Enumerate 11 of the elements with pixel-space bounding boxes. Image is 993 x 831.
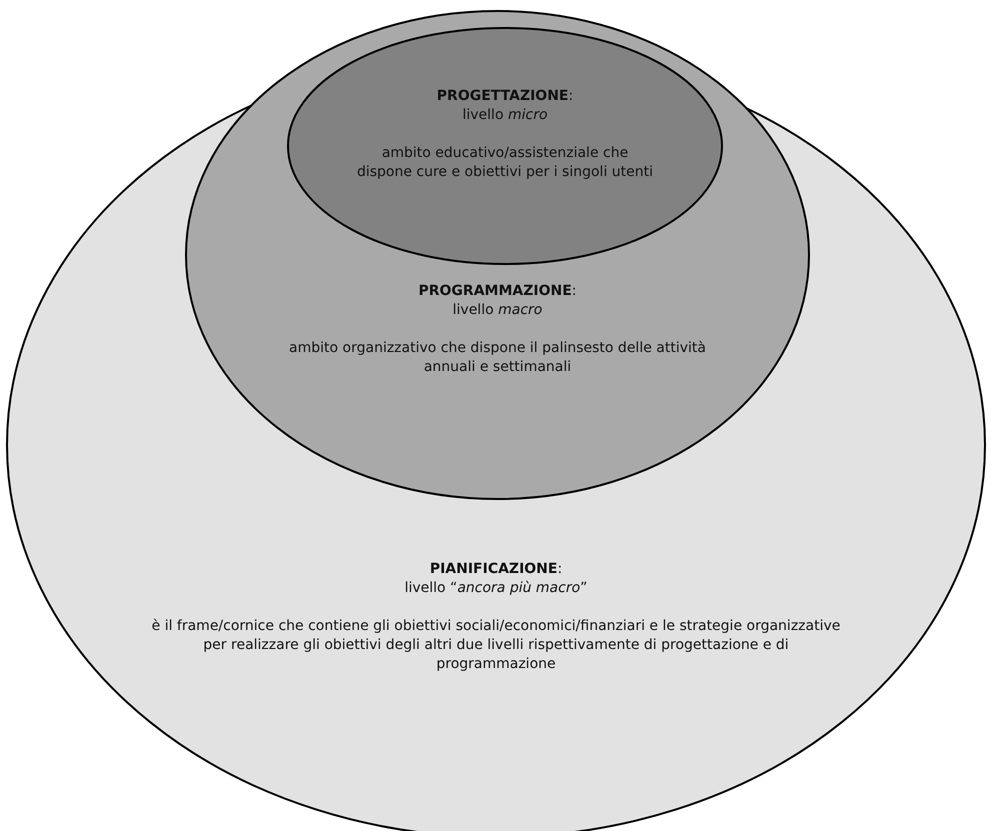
ellipse-region <box>185 10 810 500</box>
description: ambito organizzativo che dispone il palinsesto delle attività annuali e settimanali <box>288 339 707 377</box>
description: ambito educativo/assistenziale che dispone cure e obiettivi per i singoli utenti <box>356 144 654 182</box>
heading: PROGETTAZIONE: <box>436 87 574 106</box>
heading: PROGRAMMAZIONE: <box>418 282 576 301</box>
description: è il frame/cornice che contiene gli obiettivi sociali/economici/finanziari e le strategie organizzative per realizzare gli obiettivi degli altri due livelli rispettivamente di progettazione e di programmazione <box>150 617 842 674</box>
heading: PIANIFICAZIONE: <box>430 560 562 579</box>
ellipse-region <box>287 27 723 265</box>
level-label: livello “ancora più macro” <box>404 579 588 598</box>
level-label: livello macro <box>452 301 542 320</box>
level-label: livello micro <box>462 106 548 125</box>
